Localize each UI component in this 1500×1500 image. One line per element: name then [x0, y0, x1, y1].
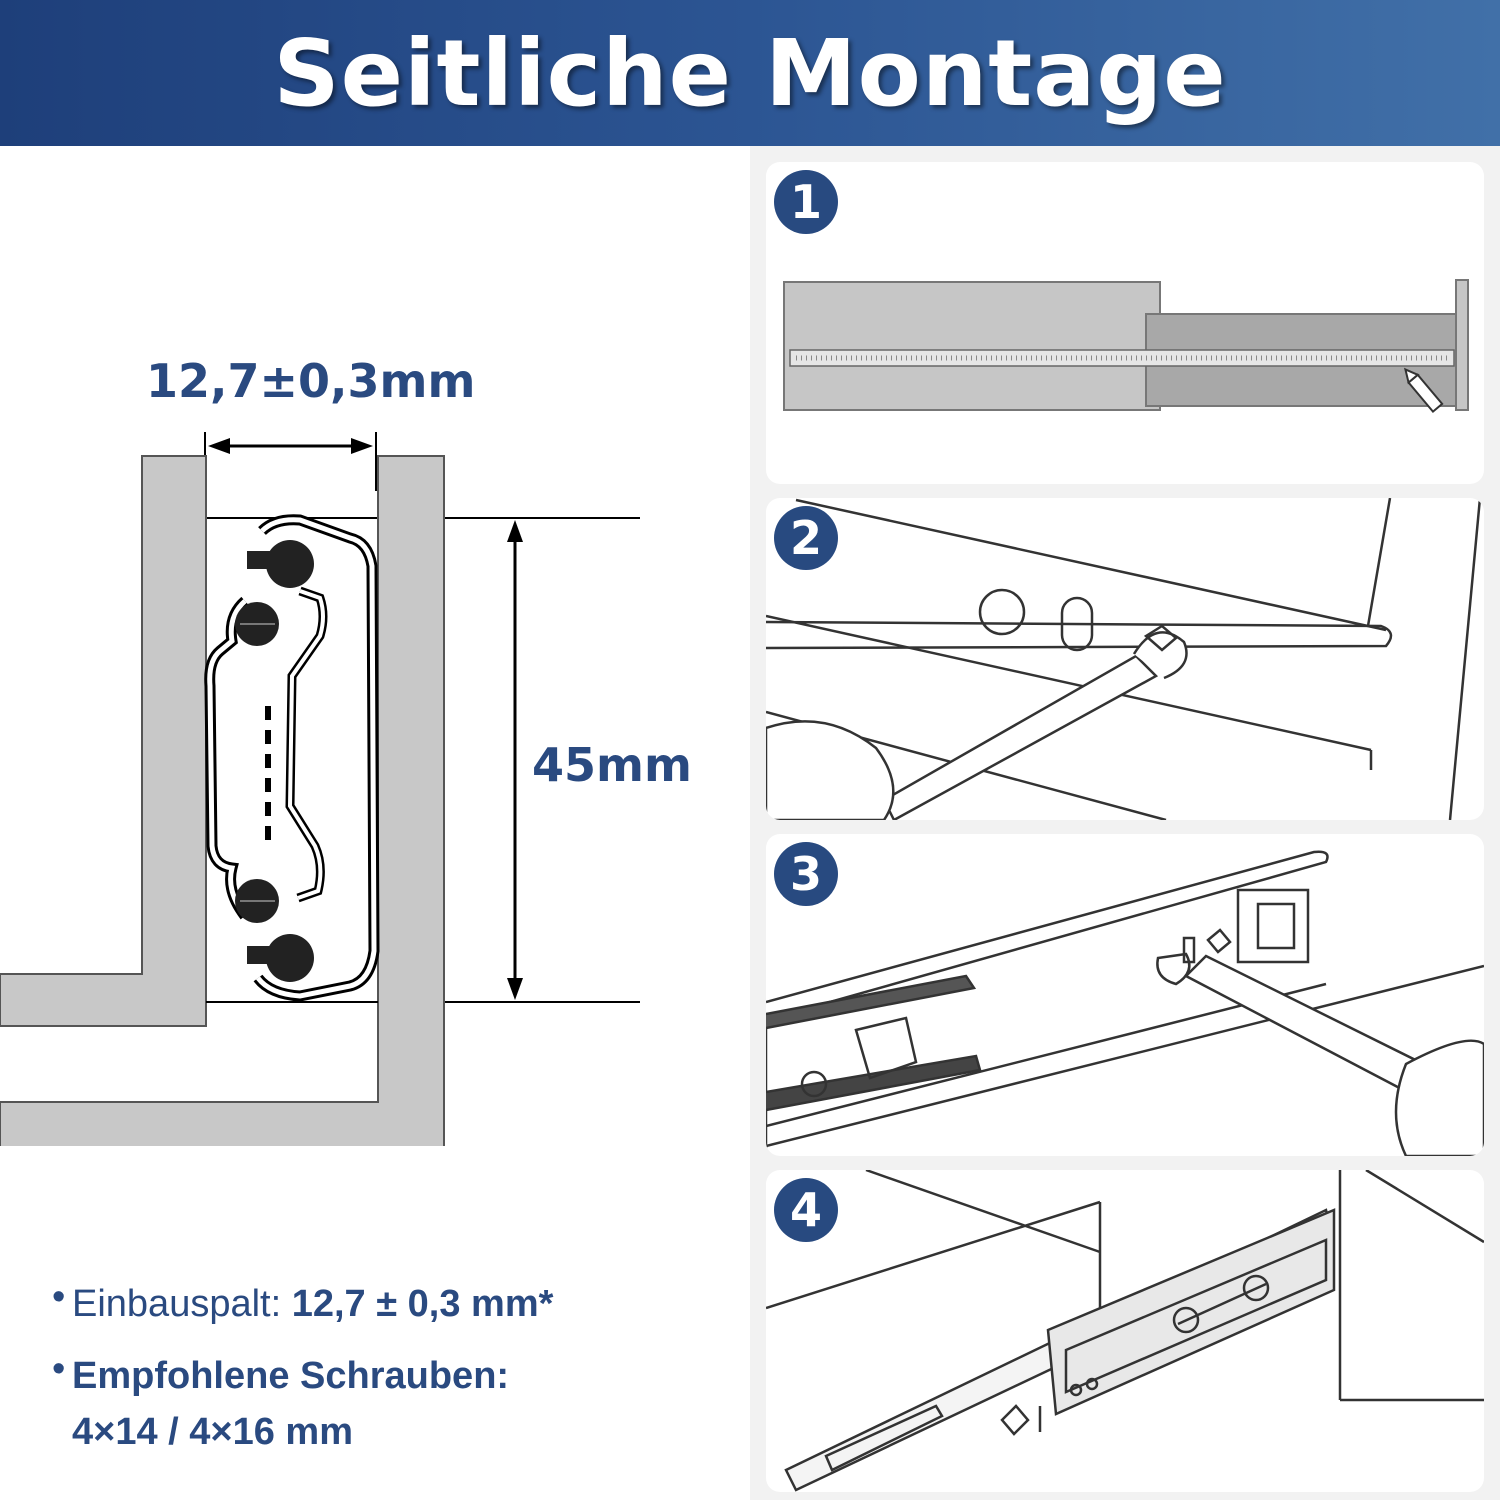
step-number-badge: 4	[774, 1178, 838, 1242]
height-dimension-label: 45mm	[532, 738, 692, 792]
bullet-icon: •	[52, 1276, 66, 1318]
step-3-illustration	[766, 850, 1484, 1156]
page-title: Seitliche Montage	[273, 19, 1227, 127]
cross-section-area: 12,7±0,3mm 45mm	[0, 146, 750, 1500]
step-panel-4: 4	[766, 1170, 1484, 1492]
header-banner: Seitliche Montage	[0, 0, 1500, 146]
step-panel-2: 2	[766, 498, 1484, 820]
spec-list: • Einbauspalt: 12,7 ± 0,3 mm* • Empfohle…	[52, 1276, 742, 1476]
spec-value: 4×14 / 4×16 mm	[72, 1411, 353, 1453]
step-2-illustration	[766, 498, 1482, 820]
step-4-illustration	[766, 1170, 1484, 1492]
spec-item-gap: • Einbauspalt: 12,7 ± 0,3 mm*	[52, 1276, 742, 1332]
width-dimension-label: 12,7±0,3mm	[146, 354, 476, 408]
step-number-badge: 2	[774, 506, 838, 570]
bullet-icon: •	[52, 1348, 66, 1390]
step-number-badge: 3	[774, 842, 838, 906]
step-1-illustration	[783, 279, 1469, 414]
steps-area: 1 2	[750, 146, 1500, 1500]
step-number-badge: 1	[774, 170, 838, 234]
step-panel-1: 1	[766, 162, 1484, 484]
spec-label: Einbauspalt:	[72, 1283, 282, 1325]
spec-label: Empfohlene Schrauben:	[72, 1355, 510, 1397]
cross-section-drawing	[0, 432, 640, 1146]
spec-item-screws: • Empfohlene Schrauben: 4×14 / 4×16 mm	[52, 1348, 742, 1460]
spec-value: 12,7 ± 0,3 mm*	[291, 1283, 554, 1325]
step-panel-3: 3	[766, 834, 1484, 1156]
